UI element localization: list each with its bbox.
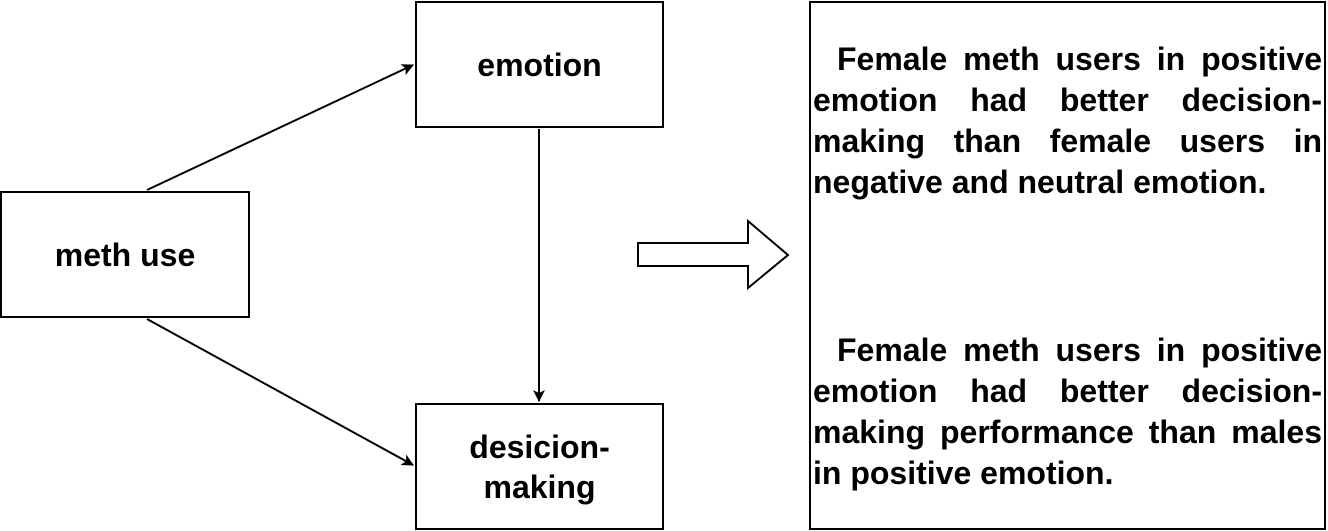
hollow-right-arrow-icon: [637, 218, 790, 291]
arrow-meth-to-decision: [146, 318, 414, 466]
findings-panel: Female meth users in positive emotion ha…: [809, 1, 1326, 530]
meth-use-label: meth use: [54, 236, 196, 273]
decision-making-node: desicion-making: [415, 403, 664, 530]
finding-text-2: Female meth users in positive emotion ha…: [813, 332, 1322, 491]
emotion-label: emotion: [477, 46, 602, 83]
emotion-node: emotion: [415, 1, 664, 128]
decision-making-label: desicion-making: [469, 428, 610, 505]
finding-text-1: Female meth users in positive emotion ha…: [813, 41, 1322, 200]
meth-use-node: meth use: [0, 191, 250, 318]
arrow-meth-to-emotion: [146, 64, 414, 191]
